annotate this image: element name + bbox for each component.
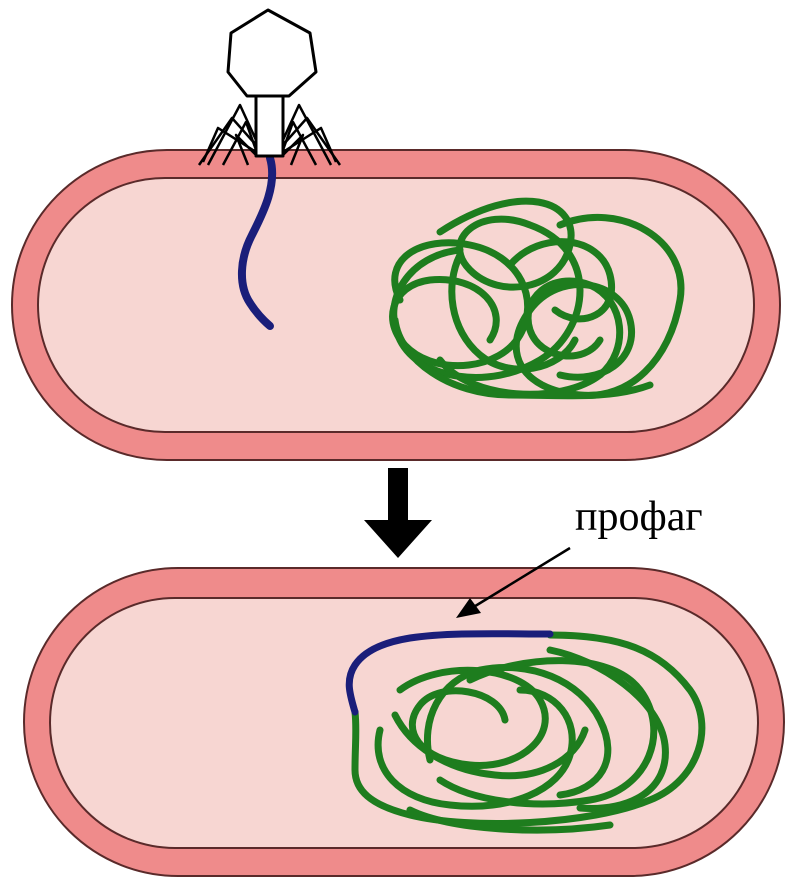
arrow-head	[364, 520, 432, 558]
bacterium-bottom	[24, 568, 784, 876]
prophage-label: профаг	[575, 494, 703, 540]
process-arrow	[364, 468, 432, 558]
bacterium-top	[12, 150, 780, 460]
bacteriophage	[199, 10, 340, 165]
phage-tail	[256, 96, 283, 156]
phage-head	[228, 10, 316, 96]
arrow-shaft	[388, 468, 408, 526]
